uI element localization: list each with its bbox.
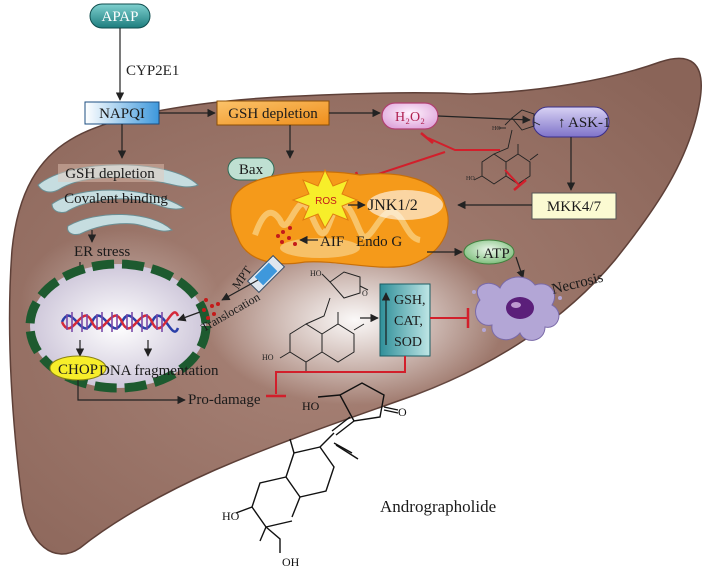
mid-struct-ho: HO — [310, 269, 322, 278]
inhibit-necrosis — [430, 308, 470, 328]
mkk47-box — [531, 192, 617, 220]
atp-label: ATP — [483, 246, 510, 262]
large-struct-o: O — [398, 405, 407, 419]
antiox-sod: SOD — [394, 335, 422, 350]
aif-label: AIF — [320, 234, 344, 250]
gsh-highlight — [58, 164, 164, 182]
inhibit-mkk — [504, 169, 527, 191]
inhibit-h2o2 — [420, 132, 500, 151]
arrow-translocation-nucleus — [177, 311, 201, 322]
ask1-label: ASK-1 — [568, 115, 611, 131]
ros-burst — [291, 168, 359, 230]
mitochondrion — [230, 171, 449, 268]
small-struct-ho: HO — [492, 126, 501, 132]
napqi-label: NAPQI — [99, 106, 145, 122]
translocation-dots — [202, 298, 220, 320]
mkk47-label: MKK4/7 — [547, 199, 602, 215]
glow-highlight — [205, 235, 505, 405]
atp-pill — [463, 239, 515, 265]
ros-label: ROS — [315, 196, 337, 207]
andrographolide-label: Andrographolide — [380, 497, 496, 516]
jnk-label: JNK1/2 — [368, 197, 418, 214]
cyp2e1-label: CYP2E1 — [126, 63, 179, 79]
andrographolide-structure-mid — [279, 271, 369, 372]
gsh-depletion-box — [216, 100, 330, 126]
mid-struct-ho2: HO — [262, 353, 274, 362]
atp-down-arrow: ↓ — [474, 245, 482, 262]
gsh-depletion-label: GSH depletion — [228, 106, 318, 122]
antiox-gsh: GSH, — [394, 293, 426, 308]
covalent-binding-label: Covalent binding — [64, 191, 168, 207]
dna-fragmentation-label: DNA fragmentation — [99, 363, 219, 379]
er-gsh-depletion-label: GSH depletion — [65, 166, 155, 182]
antiox-cat: CAT, — [394, 314, 423, 329]
large-struct-ho2: HO — [222, 509, 240, 523]
arrow-chop-prodamage — [77, 380, 186, 405]
large-struct-ho: HO — [302, 399, 320, 413]
release-dots — [276, 226, 297, 246]
large-struct-oh: OH — [282, 555, 300, 569]
er-stress-label: ER stress — [74, 244, 130, 260]
chop-label: CHOP — [58, 362, 98, 378]
endoplasmic-reticulum — [37, 164, 199, 235]
mid-struct-o: O — [362, 289, 368, 298]
inhibit-prodamage — [266, 356, 406, 398]
andrographolide-structure-large — [235, 382, 399, 553]
arrow-mpt — [221, 279, 259, 301]
mpt-pore — [246, 254, 286, 294]
ask1-up-arrow: ↑ — [558, 114, 566, 131]
h2o2-label: H₂O₂ — [395, 110, 425, 125]
bax-label: Bax — [239, 162, 264, 178]
necrosis-cell — [472, 276, 562, 341]
arrow-h2o2-ask1 — [437, 115, 531, 124]
pro-damage-label: Pro-damage — [188, 392, 261, 408]
small-struct-ho2: HO — [466, 176, 475, 182]
bax-pill — [227, 157, 275, 181]
endo-g-label: Endo G — [356, 234, 402, 250]
apap-label: APAP — [102, 9, 139, 25]
arrow-atp-necrosis — [515, 256, 525, 279]
dna-helix — [60, 311, 180, 333]
